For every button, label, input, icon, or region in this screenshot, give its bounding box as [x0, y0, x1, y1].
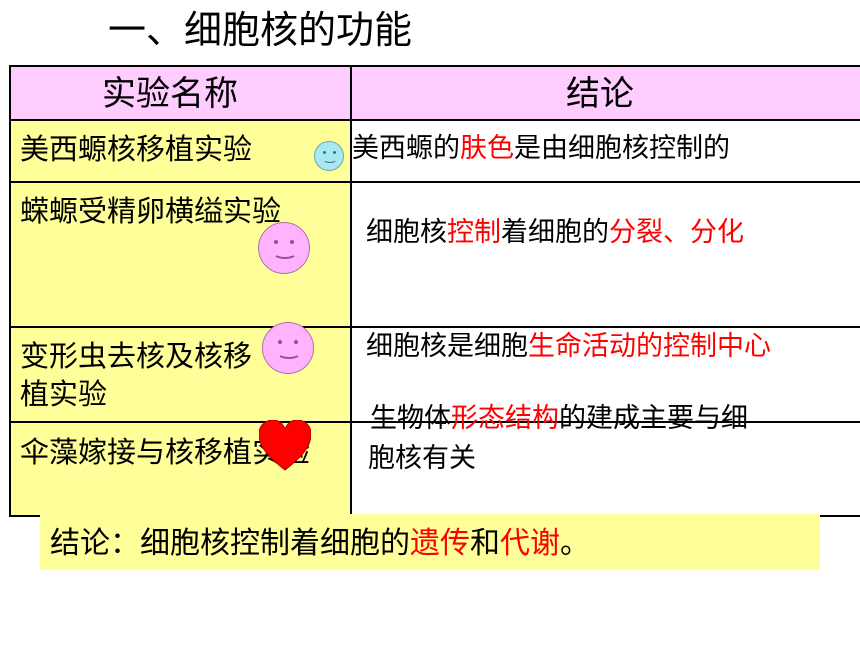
experiment-name-2: 蝾螈受精卵横缢实验 — [20, 194, 282, 228]
conclusion-4-line2: 胞核有关 — [368, 443, 476, 474]
table-border-top — [10, 65, 860, 67]
summary-conclusion: 结论：细胞核控制着细胞的遗传和代谢。 — [50, 526, 590, 561]
header-conclusion: 结论 — [566, 74, 634, 114]
table-column-divider — [350, 65, 352, 517]
heart-icon — [259, 420, 311, 471]
conclusion-3: 细胞核是细胞生命活动的控制中心 — [366, 331, 771, 362]
conclusion-1: 美西螈的肤色是由细胞核控制的 — [352, 133, 730, 164]
experiment-name-3: 变形虫去核及核移植实验 — [20, 339, 253, 411]
header-experiment-name: 实验名称 — [102, 74, 238, 114]
table-border-left — [9, 65, 11, 517]
table-header-bg — [10, 66, 860, 120]
table-line — [10, 326, 860, 328]
smiley-face-icon — [262, 322, 314, 374]
summary-box — [40, 514, 820, 570]
conclusion-2: 细胞核控制着细胞的分裂、分化 — [366, 217, 744, 248]
experiment-name-1: 美西螈核移植实验 — [20, 132, 253, 166]
page-title: 一、细胞核的功能 — [108, 8, 413, 52]
smiley-face-icon — [258, 222, 310, 274]
smiley-face-icon — [314, 141, 344, 171]
conclusion-4: 生物体形态结构的建成主要与细 — [370, 403, 748, 434]
table-line — [10, 181, 860, 183]
table-line — [10, 119, 860, 121]
table-line — [10, 421, 860, 423]
